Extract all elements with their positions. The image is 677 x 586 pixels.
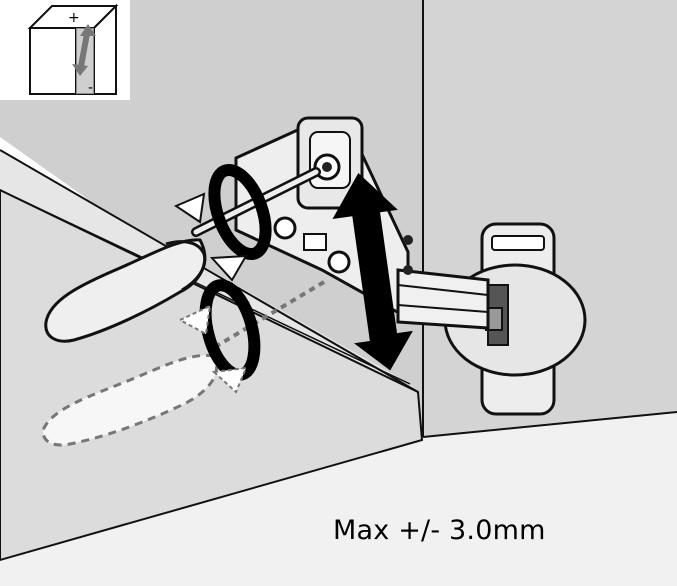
vertical-adjust-arrow	[332, 172, 413, 371]
height-adjust-icon: + -	[0, 0, 130, 100]
mounting-screw-right	[327, 250, 351, 274]
cabinet-inner-edge	[0, 189, 411, 385]
cabinet-side-wall	[0, 0, 423, 437]
rotation-arrow-solid	[173, 163, 272, 282]
plus-label: +	[68, 10, 80, 26]
floor-corner-line	[422, 411, 677, 438]
max-adjustment-caption: Max +/- 3.0mm	[333, 515, 546, 546]
mounting-screw-left	[273, 216, 297, 240]
cabinet-edge-line	[0, 149, 419, 393]
screwdriver-ghost	[41, 279, 326, 447]
minus-label: -	[88, 80, 93, 96]
